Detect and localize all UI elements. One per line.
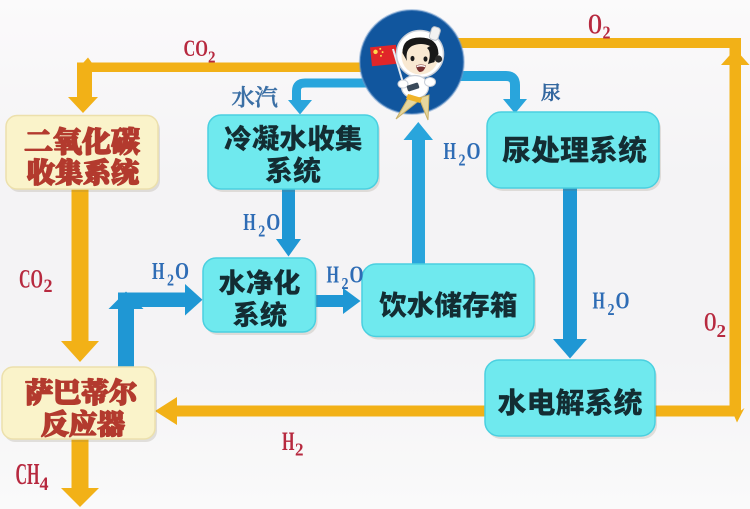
svg-text:O: O [266, 209, 280, 236]
svg-text:O: O [175, 258, 189, 285]
svg-text:CO: CO [184, 36, 209, 62]
svg-text:CH: CH [16, 456, 40, 491]
svg-text:2: 2 [342, 274, 349, 293]
svg-text:O: O [350, 262, 364, 289]
svg-text:2: 2 [717, 321, 727, 341]
svg-text:O: O [467, 138, 481, 165]
svg-text:O: O [616, 288, 630, 315]
svg-text:2: 2 [295, 440, 304, 460]
svg-text:H: H [152, 258, 165, 285]
svg-text:O: O [704, 308, 717, 337]
svg-text:2: 2 [44, 277, 53, 297]
svg-text:H: H [593, 288, 606, 315]
svg-text:H: H [243, 209, 256, 236]
svg-text:2: 2 [459, 151, 466, 170]
svg-text:H: H [327, 262, 340, 289]
svg-text:H: H [282, 427, 295, 456]
svg-text:4: 4 [40, 474, 49, 495]
svg-text:H: H [444, 138, 457, 165]
svg-text:2: 2 [608, 300, 615, 319]
svg-text:O: O [588, 10, 602, 41]
svg-text:2: 2 [167, 271, 174, 290]
svg-text:2: 2 [258, 222, 265, 241]
svg-text:CO: CO [19, 264, 43, 294]
svg-text:2: 2 [603, 23, 611, 43]
svg-text:2: 2 [208, 48, 216, 67]
